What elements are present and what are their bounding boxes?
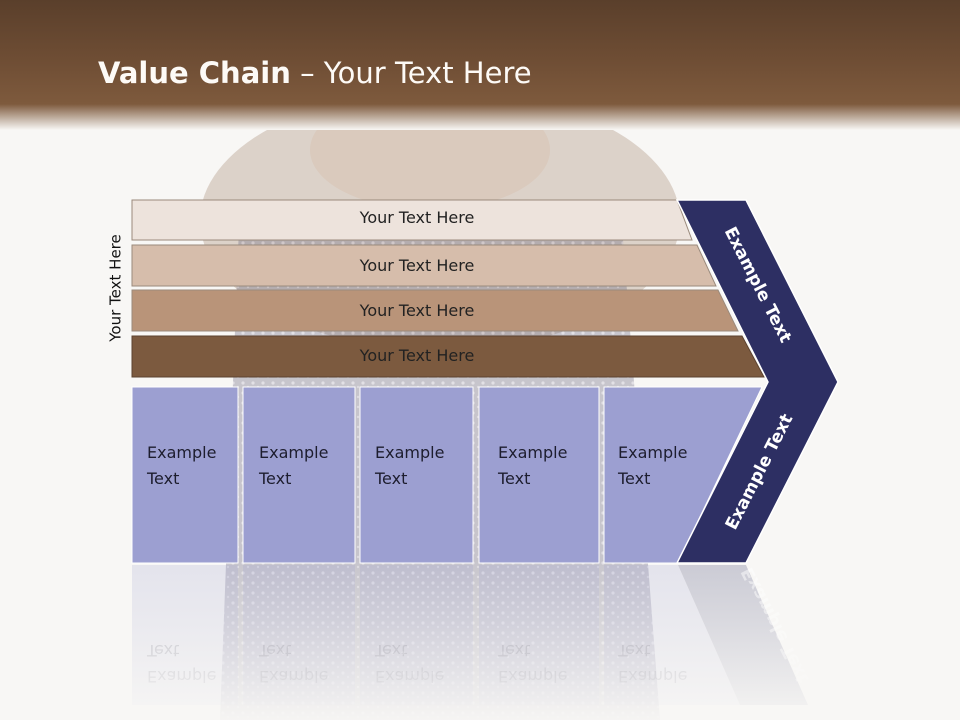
slide-header-band bbox=[0, 0, 960, 130]
reflection-fade bbox=[0, 560, 960, 720]
column-label-5-line1: Example bbox=[618, 443, 688, 462]
primary-activity-4 bbox=[478, 386, 600, 564]
slide-title: Value Chain – Your Text Here bbox=[98, 56, 532, 90]
column-label-4-line1: Example bbox=[498, 443, 568, 462]
title-bold-part: Value Chain bbox=[98, 56, 291, 90]
column-label-5-line2: Text bbox=[618, 469, 651, 488]
strip-label-2: Your Text Here bbox=[359, 256, 475, 275]
column-label-4-line2: Text bbox=[498, 469, 531, 488]
title-rest-part: – Your Text Here bbox=[290, 56, 532, 90]
column-label-1-line2: Text bbox=[147, 469, 180, 488]
support-strip-3 bbox=[131, 289, 739, 332]
primary-activity-3 bbox=[359, 386, 474, 564]
strip-label-3: Your Text Here bbox=[359, 301, 475, 320]
column-label-2-line1: Example bbox=[259, 443, 329, 462]
support-strip-1 bbox=[131, 199, 693, 241]
column-label-3-line1: Example bbox=[375, 443, 445, 462]
strip-label-4: Your Text Here bbox=[359, 346, 475, 365]
column-label-2-line2: Text bbox=[259, 469, 292, 488]
column-label-1-line1: Example bbox=[147, 443, 217, 462]
support-strip-4 bbox=[131, 335, 765, 378]
primary-activity-2 bbox=[242, 386, 356, 564]
column-label-3-line2: Text bbox=[375, 469, 408, 488]
strip-label-1: Your Text Here bbox=[359, 208, 475, 227]
support-strip-2 bbox=[131, 244, 717, 287]
